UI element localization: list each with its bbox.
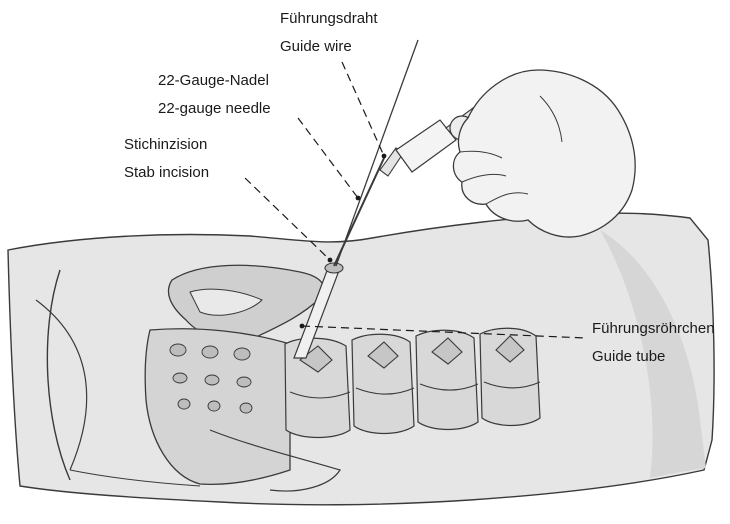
label-guide-tube-en: Guide tube [592, 348, 665, 366]
leader-dot-guide-tube [300, 324, 305, 329]
label-incision-de: Stichinzision [124, 136, 207, 154]
label-needle-en: 22-gauge needle [158, 100, 271, 118]
gloved-hand [453, 70, 635, 237]
label-guide-wire-de: Führungsdraht [280, 10, 378, 28]
leader-guide-wire [342, 62, 384, 156]
leader-dot-needle [356, 196, 361, 201]
leader-dot-incision [328, 258, 333, 263]
label-guide-tube-de: Führungsröhrchen [592, 320, 715, 338]
label-needle-de: 22-Gauge-Nadel [158, 72, 269, 90]
label-guide-wire-en: Guide wire [280, 38, 352, 56]
leader-needle [298, 118, 358, 198]
label-incision-en: Stab incision [124, 164, 209, 182]
leader-dot-guide-wire [382, 154, 387, 159]
